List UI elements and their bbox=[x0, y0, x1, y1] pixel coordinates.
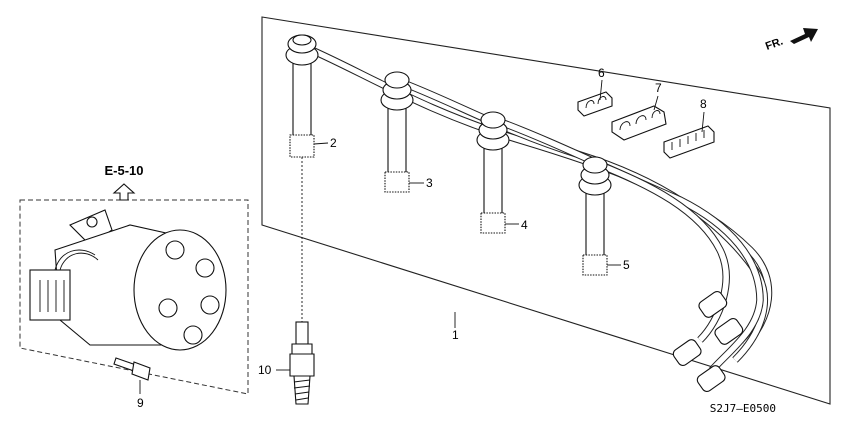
callout-6: 6 bbox=[598, 66, 605, 80]
wire-clamp-7 bbox=[611, 105, 667, 141]
reference-code: E-5-10 bbox=[104, 163, 143, 178]
drawing-code: S2J7–E0500 bbox=[710, 402, 776, 415]
wire-clamp-8 bbox=[663, 125, 715, 159]
up-arrow-icon bbox=[112, 183, 136, 201]
plug-wire-boot-cylinder-1 bbox=[285, 34, 319, 158]
callout-9: 9 bbox=[137, 396, 144, 410]
plug-wire-boot-cylinder-4 bbox=[578, 156, 612, 276]
callout-1: 1 bbox=[452, 328, 459, 342]
distributor-reference-box bbox=[19, 199, 249, 395]
callout-4: 4 bbox=[521, 218, 528, 232]
callout-8: 8 bbox=[700, 97, 707, 111]
direction-label: FR. bbox=[764, 35, 785, 52]
distributor-end-boots bbox=[672, 291, 744, 392]
wire-clamp-6 bbox=[577, 91, 613, 117]
callout-10: 10 bbox=[258, 363, 272, 377]
reference-indicator: E-5-10 bbox=[104, 163, 144, 201]
plug-wire-boot-cylinder-3 bbox=[476, 111, 510, 234]
ignition-wire-set bbox=[298, 41, 773, 373]
callout-7: 7 bbox=[655, 81, 662, 95]
arrow-icon bbox=[790, 28, 818, 44]
distributor-assembly bbox=[29, 209, 227, 381]
leader-lines bbox=[139, 79, 705, 394]
spark-plug bbox=[289, 157, 315, 405]
front-direction-indicator: FR. bbox=[764, 28, 818, 53]
plug-wire-boot-cylinder-2 bbox=[380, 71, 414, 193]
kit-boundary bbox=[261, 16, 831, 405]
callout-3: 3 bbox=[426, 176, 433, 190]
mounting-bolt bbox=[113, 357, 151, 381]
callout-5: 5 bbox=[623, 258, 630, 272]
callout-2: 2 bbox=[330, 136, 337, 150]
